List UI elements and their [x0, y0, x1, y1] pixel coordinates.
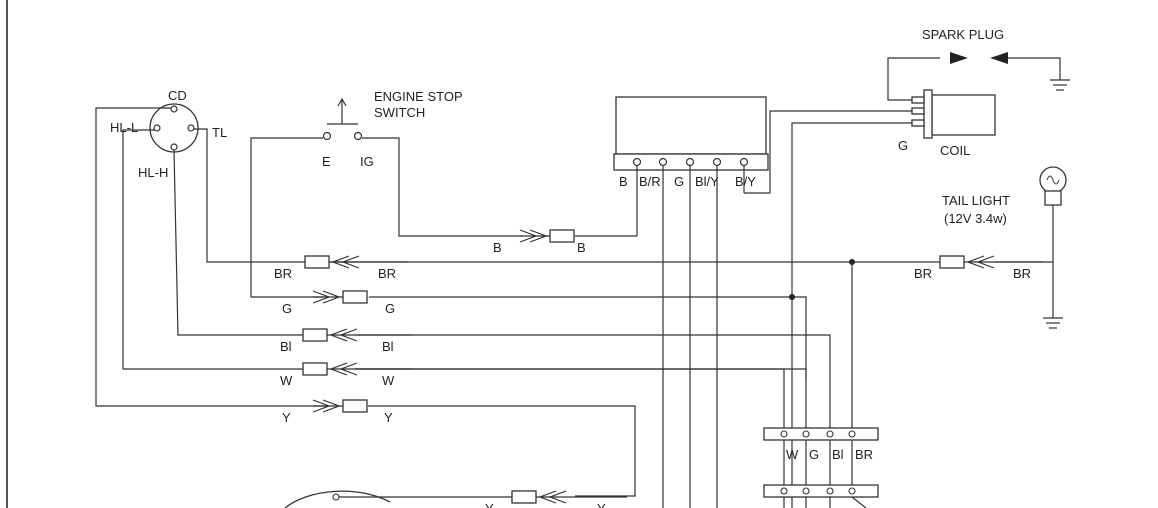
engine-stop-label: SWITCH	[374, 105, 425, 120]
wire-color-label: Bl	[280, 339, 292, 354]
switch-cd-label: CD	[168, 88, 187, 103]
ground-icon	[1050, 79, 1070, 91]
tail-light: TAIL LIGHT (12V 3.4w)	[942, 166, 1067, 226]
switch-terminal-ig: IG	[360, 154, 374, 169]
wire-color-label: B	[493, 240, 502, 255]
cdi-unit: B B/R G Bl/Y B/Y	[613, 96, 769, 189]
ignition-coil: COIL G	[898, 89, 996, 158]
wire-color-label: W	[382, 373, 395, 388]
wire-color-label: Bl	[382, 339, 394, 354]
cdi-terminal-label: Bl/Y	[695, 174, 719, 189]
terminal-label: Bl	[832, 447, 844, 462]
wire-color-label: BR	[274, 266, 292, 281]
junction-dot	[789, 294, 795, 300]
light-switch: CD HL-L TL HL-H	[110, 88, 227, 180]
switch-hlh-label: HL-H	[138, 165, 168, 180]
ground-icon	[1043, 317, 1063, 329]
coil-ground-label: G	[898, 138, 908, 153]
wire-color-label: Y	[384, 410, 393, 425]
wire-color-label: B	[577, 240, 586, 255]
cdi-terminal-label: B/R	[639, 174, 661, 189]
switch-terminal-e: E	[322, 154, 331, 169]
spark-plug-label: SPARK PLUG	[922, 27, 1004, 42]
wire-color-label: BR	[914, 266, 932, 281]
engine-stop-switch: ENGINE STOP SWITCH E IG	[322, 89, 463, 169]
wire-connector: BR BR	[274, 255, 408, 281]
wire-color-label: BR	[1013, 266, 1031, 281]
spark-plug: SPARK PLUG	[887, 27, 1070, 101]
cdi-terminal-label: B/Y	[735, 174, 756, 189]
switch-tl-label: TL	[212, 125, 227, 140]
wire-color-label: Y	[282, 410, 291, 425]
tail-light-rating: (12V 3.4w)	[944, 211, 1007, 226]
wire-color-label: W	[280, 373, 293, 388]
magneto	[284, 490, 512, 508]
wire-connector: Bl Bl	[280, 328, 412, 354]
wire-connector: BR BR	[914, 255, 1043, 281]
wire-color-label: G	[385, 301, 395, 316]
coil-label: COIL	[940, 143, 970, 158]
wire-color-label: Y	[485, 501, 494, 508]
wire-color-label: Y	[597, 501, 606, 508]
wire-connector: YY	[485, 490, 627, 508]
engine-stop-label: ENGINE STOP	[374, 89, 463, 104]
cdi-terminal-label: B	[619, 174, 628, 189]
cdi-terminal-label: G	[674, 174, 684, 189]
terminal-label: BR	[855, 447, 873, 462]
wire-color-label: G	[282, 301, 292, 316]
terminal-block: W G Bl BR	[763, 427, 879, 508]
switch-hll-label: HL-L	[110, 120, 138, 135]
tail-light-label: TAIL LIGHT	[942, 193, 1010, 208]
terminal-label: W	[786, 447, 799, 462]
wire-color-label: BR	[378, 266, 396, 281]
terminal-label: G	[809, 447, 819, 462]
